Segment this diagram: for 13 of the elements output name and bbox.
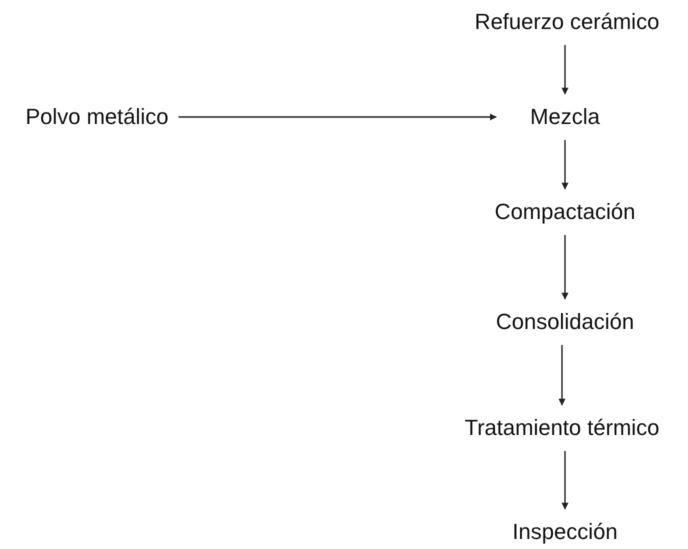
step-label: Consolidación bbox=[488, 301, 642, 343]
arrow bbox=[558, 345, 566, 406]
step-label: Compactación bbox=[486, 191, 644, 233]
step-label: Inspección bbox=[504, 511, 626, 549]
step-label: Polvo metálico bbox=[17, 96, 177, 138]
arrow bbox=[562, 235, 568, 300]
arrow bbox=[562, 451, 568, 510]
arrow bbox=[562, 45, 568, 95]
arrow bbox=[562, 140, 568, 190]
step-label: Mezcla bbox=[522, 96, 608, 138]
step-label: Refuerzo cerámico bbox=[466, 1, 668, 43]
arrow bbox=[178, 114, 497, 120]
step-label: Tratamiento térmico bbox=[456, 407, 668, 449]
